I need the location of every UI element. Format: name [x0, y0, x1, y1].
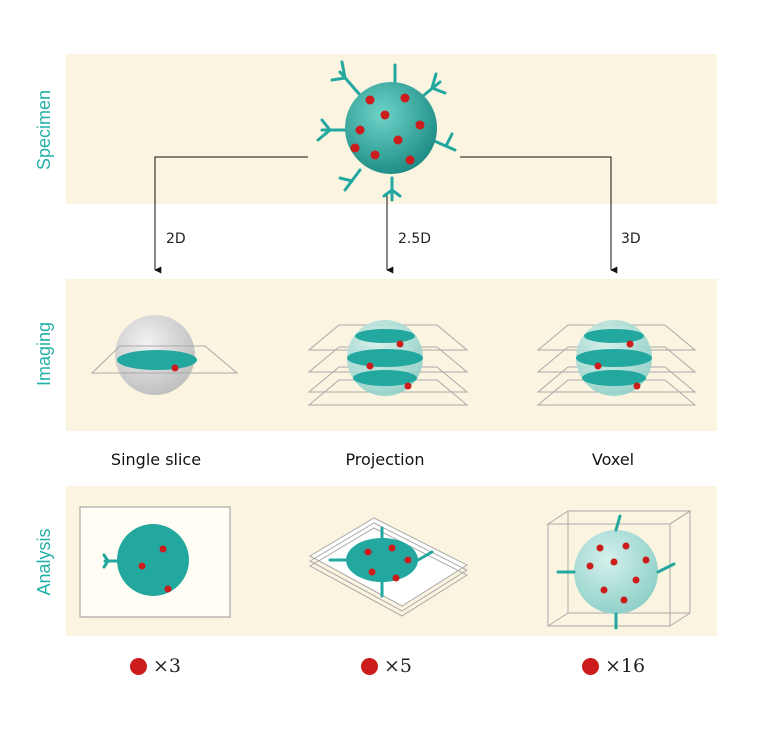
red-marker [404, 382, 412, 390]
red-marker [388, 544, 396, 552]
count-value: ×3 [153, 655, 182, 677]
analysis-projection [308, 517, 469, 617]
count-value: ×16 [605, 655, 646, 677]
analysis-voxel [546, 510, 692, 630]
count-voxel: ×16 [582, 655, 645, 677]
imaging-voxel [536, 320, 697, 406]
red-markers [138, 93, 650, 604]
red-marker [355, 125, 365, 135]
arrow-label-2-5d: 2.5D [398, 231, 432, 247]
count-projection: ×5 [361, 655, 412, 677]
red-dot-icon [582, 657, 599, 675]
red-marker [610, 558, 618, 566]
red-marker [594, 362, 602, 370]
red-marker [415, 120, 425, 130]
red-marker [350, 143, 360, 153]
red-marker [600, 586, 608, 594]
red-marker [405, 155, 415, 165]
branch-arrows [154, 156, 618, 274]
red-marker [632, 576, 640, 584]
red-marker [138, 562, 146, 570]
red-marker [365, 95, 375, 105]
red-marker [380, 110, 390, 120]
count-value: ×5 [384, 655, 413, 677]
red-marker [622, 542, 630, 550]
red-marker [396, 340, 404, 348]
specimen-particle [316, 60, 457, 202]
red-dot-icon [361, 657, 378, 675]
red-marker [596, 544, 604, 552]
red-marker [366, 362, 374, 370]
count-single-slice: ×3 [130, 655, 181, 677]
column-title-voxel: Voxel [591, 450, 635, 469]
arrow-label-3d: 3D [621, 231, 641, 247]
imaging-projection [307, 320, 469, 406]
red-marker [633, 382, 641, 390]
red-dot-icon [130, 657, 147, 675]
red-marker [392, 574, 400, 582]
red-marker [586, 562, 594, 570]
red-marker [370, 150, 380, 160]
arrow-left [154, 156, 308, 274]
imaging-single-slice [90, 315, 239, 395]
arrow-label-2d: 2D [166, 231, 186, 247]
column-title-single-slice: Single slice [110, 450, 202, 469]
red-marker [368, 568, 376, 576]
red-marker [164, 585, 172, 593]
red-marker [642, 556, 650, 564]
red-marker [404, 556, 412, 564]
arrow-right [460, 156, 618, 274]
red-marker [159, 545, 167, 553]
red-marker [171, 364, 179, 372]
red-marker [620, 596, 628, 604]
red-marker [626, 340, 634, 348]
analysis-single-slice [79, 506, 231, 618]
red-marker [364, 548, 372, 556]
red-marker [393, 135, 403, 145]
column-title-projection: Projection [345, 450, 425, 469]
red-marker [400, 93, 410, 103]
